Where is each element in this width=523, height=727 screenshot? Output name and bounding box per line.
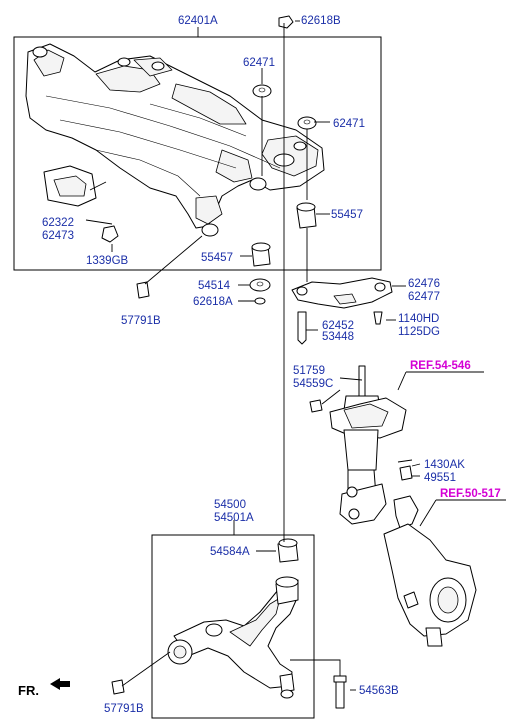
label-55457-right: 55457 xyxy=(331,209,363,221)
washer-54514 xyxy=(249,278,271,292)
bolt-1339GB xyxy=(101,225,119,243)
reference-50-517[interactable]: REF.50-517 xyxy=(440,488,501,500)
washer-62471-top xyxy=(252,84,272,98)
mount-bracket xyxy=(43,165,107,207)
label-54501A: 54501A xyxy=(214,512,254,524)
label-51759: 51759 xyxy=(293,365,325,377)
label-1125DG: 1125DG xyxy=(398,326,440,338)
bolt-62452 xyxy=(297,311,307,345)
leader-lines xyxy=(85,20,506,691)
label-62452: 62452 xyxy=(322,320,354,332)
crossmember-subframe xyxy=(25,43,325,237)
label-54563B: 54563B xyxy=(359,685,399,697)
reference-54-546[interactable]: REF.54-546 xyxy=(410,360,471,372)
steering-knuckle xyxy=(383,495,477,647)
label-1430AK: 1430AK xyxy=(424,459,465,471)
label-1140HD: 1140HD xyxy=(398,313,439,325)
label-62477: 62477 xyxy=(408,291,440,303)
front-label: FR. xyxy=(18,683,39,698)
front-direction-arrow xyxy=(50,678,70,690)
label-55457-left: 55457 xyxy=(201,252,233,264)
label-62473: 62473 xyxy=(42,230,74,242)
lower-control-arm xyxy=(167,576,299,699)
nut-49551 xyxy=(397,459,413,481)
label-57791B-top: 57791B xyxy=(121,315,161,327)
nut-54559C xyxy=(309,399,323,413)
stay-bracket xyxy=(291,277,393,309)
strut-assembly xyxy=(329,365,407,525)
label-54584A: 54584A xyxy=(210,546,250,558)
label-62471-top: 62471 xyxy=(243,57,275,69)
lower-arm-group-box xyxy=(151,534,315,719)
subframe-group-box xyxy=(13,36,382,271)
label-54559C: 54559C xyxy=(293,378,333,390)
bolt-54563B xyxy=(333,675,347,709)
label-62618B: 62618B xyxy=(301,15,341,27)
label-49551: 49551 xyxy=(424,472,456,484)
bushing-55457-left xyxy=(251,242,271,267)
nut-62618B xyxy=(278,15,294,29)
label-57791B-bottom: 57791B xyxy=(104,703,144,715)
nut-62618A xyxy=(254,297,266,305)
label-54514: 54514 xyxy=(198,280,231,292)
label-62476: 62476 xyxy=(408,278,440,290)
label-1339GB: 1339GB xyxy=(86,255,129,267)
label-54500: 54500 xyxy=(214,499,246,511)
washer-62471-right xyxy=(297,116,317,130)
bolt-57791B-lower xyxy=(111,651,171,695)
bolt-1140HD xyxy=(373,311,383,325)
bushing-55457-right xyxy=(296,202,317,229)
bolt-57791B-upper xyxy=(136,235,203,299)
label-62322: 62322 xyxy=(42,217,74,229)
label-62401A: 62401A xyxy=(178,15,218,27)
label-62618A: 62618A xyxy=(193,296,233,308)
label-62471-right: 62471 xyxy=(333,118,365,130)
label-53448: 53448 xyxy=(322,331,354,343)
bushing-54584A xyxy=(277,538,299,563)
